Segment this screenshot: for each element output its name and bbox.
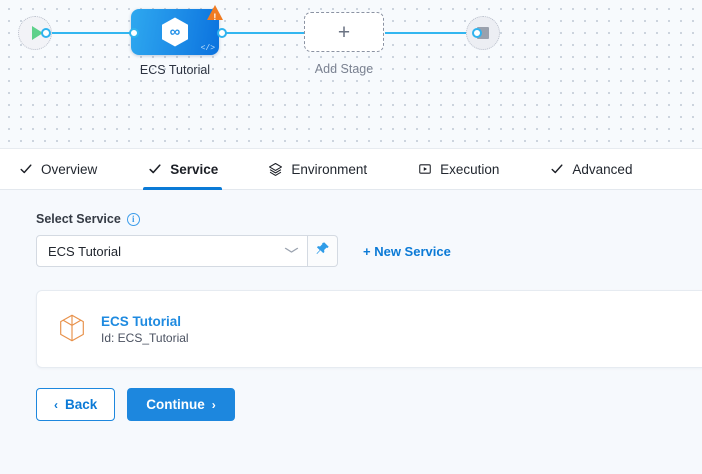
service-select[interactable]: ECS Tutorial [36,235,308,267]
connector-dot-start[interactable] [41,28,51,38]
connector-line-start-to-stage [44,32,134,34]
info-icon[interactable]: i [126,212,140,226]
wizard-button-row: ‹ Back Continue › [36,388,235,421]
connector-line-stage-to-add [222,32,304,34]
pipeline-stage-node[interactable]: ∞ ! </> [131,5,223,55]
tab-service[interactable]: Service [143,149,240,190]
add-stage-label: Add Stage [314,62,374,76]
play-box-icon [417,162,432,177]
service-hexagon-icon: ∞ [162,17,188,47]
stage-tab-bar: Overview Service Environment Execution [0,148,702,190]
tab-service-label: Service [170,161,219,177]
connector-dot-stage-left[interactable] [129,28,139,38]
continue-button[interactable]: Continue › [127,388,235,421]
pin-icon [315,241,330,261]
connector-dot-end[interactable] [472,28,482,38]
check-icon [147,162,162,177]
service-select-value: ECS Tutorial [48,243,121,259]
warning-exclamation-glyph: ! [213,11,217,22]
cube-hexagon-icon [57,313,87,345]
plus-icon: + [337,20,351,44]
select-service-label: Select Service [36,212,121,226]
back-button-label: Back [65,397,98,412]
service-select-row: ECS Tutorial + New Service [36,235,702,267]
new-service-link[interactable]: + New Service [363,243,451,259]
tab-execution[interactable]: Execution [417,149,521,189]
pipeline-stage-label: ECS Tutorial [139,63,211,77]
tab-environment[interactable]: Environment [268,149,389,189]
chevron-right-icon: › [211,397,216,412]
service-card-title[interactable]: ECS Tutorial [101,313,182,329]
pipeline-canvas[interactable]: ∞ ! </> ECS Tutorial + Add Stage [0,0,702,148]
code-brackets-icon: </> [200,44,215,53]
tab-execution-label: Execution [440,161,500,177]
service-card-texts: ECS Tutorial Id: ECS_Tutorial [101,314,189,345]
connector-dot-stage-right[interactable] [217,28,227,38]
select-service-label-row: Select Service i [36,212,702,226]
infinity-glyph: ∞ [169,23,181,41]
tab-overview[interactable]: Overview [18,149,119,189]
warning-triangle-icon [207,5,223,20]
continue-button-label: Continue [146,397,205,412]
chevron-left-icon: ‹ [54,397,58,412]
service-config-panel: Select Service i ECS Tutorial + New Serv… [0,190,702,474]
pin-service-button[interactable] [308,235,338,267]
back-button[interactable]: ‹ Back [36,388,116,421]
tab-overview-label: Overview [41,161,98,177]
play-icon [31,26,43,40]
chevron-down-icon [284,246,299,257]
layers-icon [268,162,283,177]
add-stage-button[interactable]: + [304,12,384,52]
tab-advanced[interactable]: Advanced [549,149,654,189]
check-icon [549,162,564,177]
connector-line-add-to-end [385,32,477,34]
check-icon [18,162,33,177]
tab-environment-label: Environment [291,161,368,177]
selected-service-card[interactable]: ECS Tutorial Id: ECS_Tutorial [36,290,702,368]
service-card-id: Id: ECS_Tutorial [101,330,189,345]
tab-advanced-label: Advanced [572,161,633,177]
